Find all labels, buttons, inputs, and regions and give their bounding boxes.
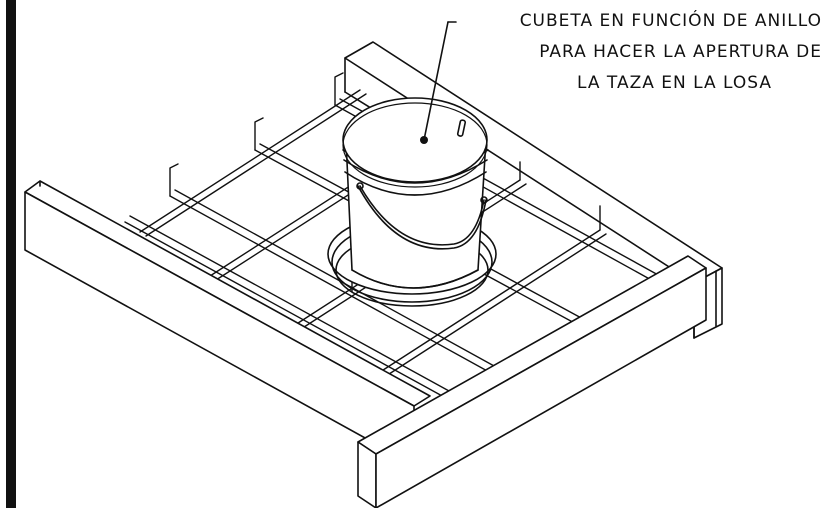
bucket xyxy=(327,97,497,307)
annotation-line-1: CUBETA EN FUNCIÓN DE ANILLO xyxy=(520,9,822,31)
leader-dot xyxy=(420,136,428,144)
annotation-line-2: PARA HACER LA APERTURA DE xyxy=(539,42,822,62)
front-right-board xyxy=(357,255,707,509)
left-border-bar xyxy=(6,0,16,508)
leader-line xyxy=(423,21,457,141)
annotation-label: CUBETA EN FUNCIÓN DE ANILLO PARA HACER L… xyxy=(520,9,822,93)
annotation-line-3: LA TAZA EN LA LOSA xyxy=(577,73,772,93)
front-left-board xyxy=(24,180,431,466)
